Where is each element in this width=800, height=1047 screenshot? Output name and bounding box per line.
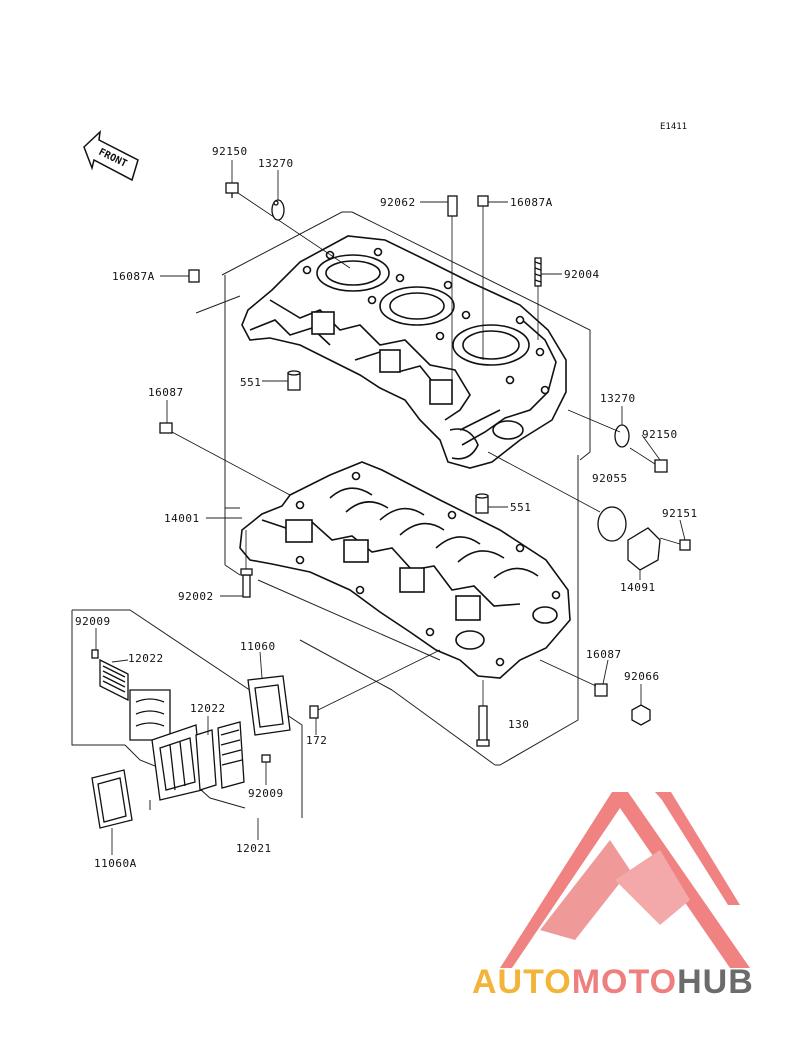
label-16087-right: 16087: [586, 648, 622, 661]
reed-12022-lower: [195, 721, 245, 791]
screw-92009-left: [91, 649, 99, 659]
label-16087-left: 16087: [148, 386, 184, 399]
label-11060: 11060: [240, 640, 276, 653]
pin-92062: [447, 195, 458, 395]
brand-part-hub: HUB: [677, 963, 754, 1001]
assembly-frame: [71, 211, 591, 818]
plug-16087-right: [539, 659, 608, 697]
label-14091: 14091: [620, 581, 656, 594]
brand-watermark: AUTOMOTOHUB: [472, 962, 792, 1002]
bolt-130: [476, 680, 490, 747]
reed-block-12021: [151, 724, 203, 801]
cover-14091: [627, 527, 661, 571]
label-16087A-left: 16087A: [112, 270, 155, 283]
label-12021: 12021: [236, 842, 272, 855]
bolt-92150-top: [225, 182, 351, 269]
small-parts: [91, 182, 691, 829]
reed-petals: [129, 689, 171, 741]
gasket-11060A: [91, 769, 133, 829]
upper-crankcase: [241, 235, 567, 469]
bolt-92002: [240, 530, 253, 598]
label-551-upper: 551: [240, 376, 261, 389]
bolt-92151: [659, 537, 691, 551]
reed-12022-upper: [99, 658, 129, 702]
label-13270-top: 13270: [258, 157, 294, 170]
label-92066: 92066: [624, 670, 660, 683]
dowel-551-lower: [475, 493, 489, 514]
bolt-92150-right: [629, 447, 668, 473]
leader-lines: [95, 160, 686, 855]
part-labels: 92150 13270 92062 16087A 16087A 92004 55…: [75, 145, 698, 870]
oring-92055: [487, 451, 627, 542]
plug-16087A-left: [188, 269, 200, 283]
stud-92004: [534, 257, 542, 340]
label-92150-right: 92150: [642, 428, 678, 441]
label-92151: 92151: [662, 507, 698, 520]
plate-13270-top: [271, 199, 285, 221]
brand-logo-mark-icon: [500, 792, 750, 968]
label-130: 130: [508, 718, 529, 731]
lower-crankcase: [239, 461, 571, 679]
label-92009-lower: 92009: [248, 787, 284, 800]
plug-16087-left: [159, 422, 291, 496]
label-92009-left: 92009: [75, 615, 111, 628]
nut-92066: [631, 704, 651, 726]
screw-92009-lower: [261, 754, 271, 763]
brand-part-auto: AUTO: [472, 963, 572, 1001]
label-14001: 14001: [164, 512, 200, 525]
label-13270-right: 13270: [600, 392, 636, 405]
label-551-lower: 551: [510, 501, 531, 514]
label-92062: 92062: [380, 196, 416, 209]
plate-13270-right: [567, 409, 630, 448]
gasket-11060: [247, 675, 291, 736]
label-16087A-top: 16087A: [510, 196, 553, 209]
front-arrow-icon: FRONT: [83, 130, 139, 182]
plug-16087A-top: [477, 195, 489, 360]
diagram-code: E1411: [660, 122, 687, 132]
label-172: 172: [306, 734, 327, 747]
label-92002: 92002: [178, 590, 214, 603]
stud-172: [309, 649, 441, 719]
label-92055: 92055: [592, 472, 628, 485]
label-12022-lower: 12022: [190, 702, 226, 715]
dowel-551-upper: [287, 370, 301, 391]
label-92150-top: 92150: [212, 145, 248, 158]
label-12022-upper: 12022: [128, 652, 164, 665]
brand-part-moto: MOTO: [571, 963, 678, 1001]
label-92004: 92004: [564, 268, 600, 281]
label-11060A: 11060A: [94, 857, 137, 870]
